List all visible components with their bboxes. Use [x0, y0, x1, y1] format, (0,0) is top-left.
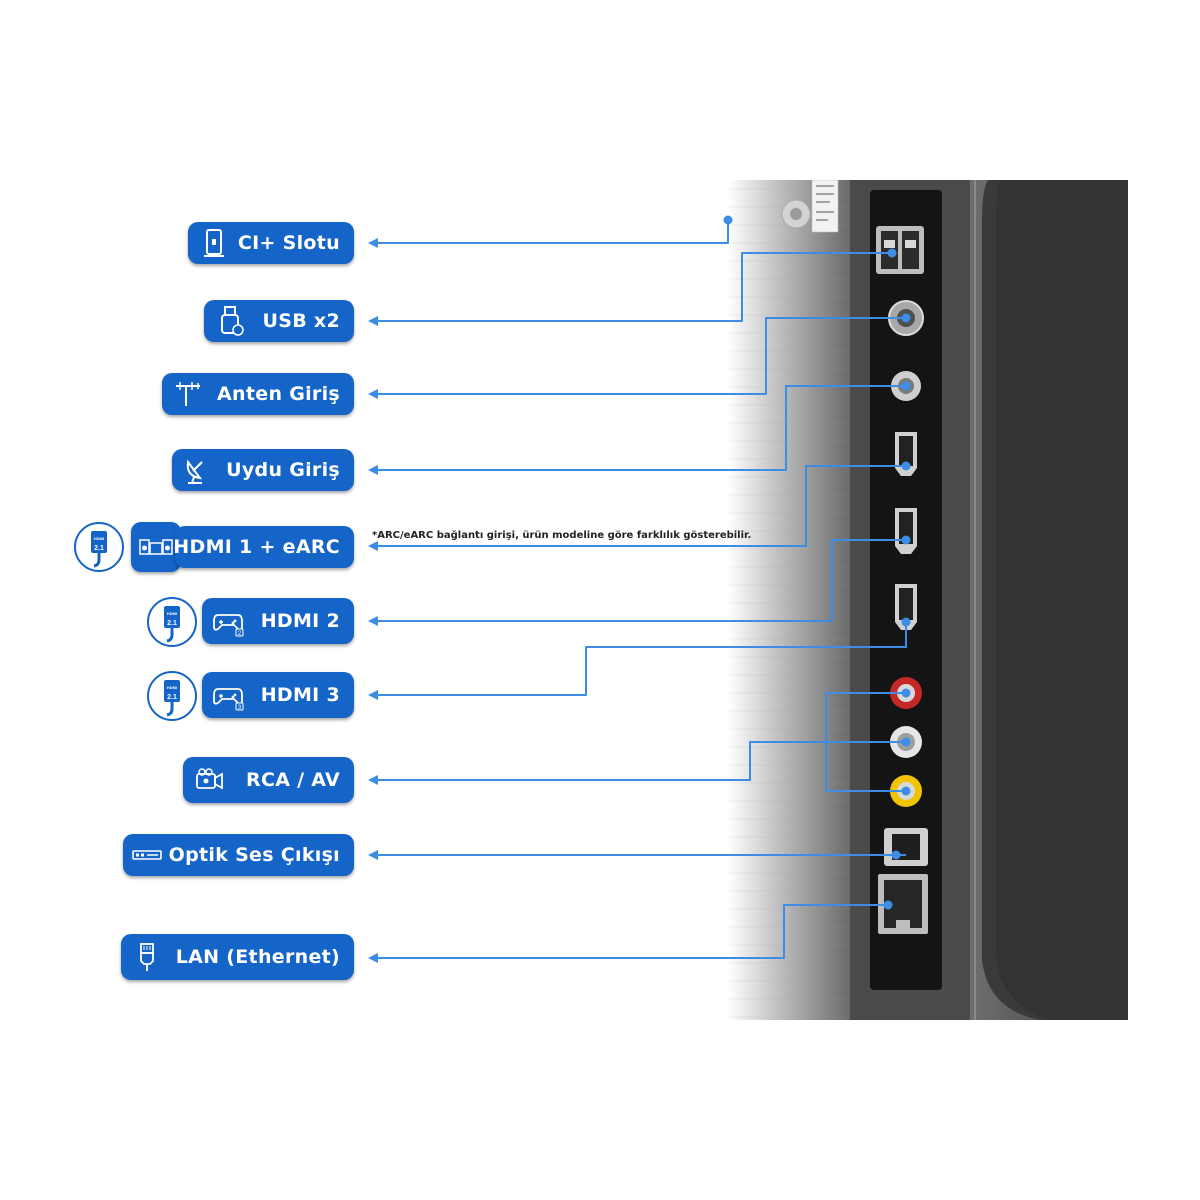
camcorder-icon: [196, 768, 223, 790]
badge-text: 2.1: [167, 620, 177, 627]
gamepad-icon: 2: [213, 614, 244, 637]
hdmi-2-1-badge: HDMI 2.1: [74, 522, 124, 572]
soundbar-icon: [139, 539, 173, 555]
label-usb: USB x2: [204, 300, 354, 342]
usb-stick-icon: [221, 306, 244, 336]
label-text: HDMI 1 + eARC: [173, 536, 340, 558]
badge-top-text: HDMI: [167, 611, 177, 616]
gamepad-number: 3: [238, 705, 242, 711]
label-optical-out: Optik Ses Çıkışı: [123, 834, 354, 876]
badge-top-text: HDMI: [94, 536, 104, 541]
label-lan: LAN (Ethernet): [121, 934, 354, 980]
label-rca-av: RCA / AV: [183, 757, 354, 803]
optical-receiver-icon: [132, 850, 162, 860]
badge-text: 2.1: [167, 694, 177, 701]
label-hdmi-2: 2 HDMI 2: [202, 598, 354, 644]
label-text: RCA / AV: [246, 769, 340, 791]
label-text: HDMI 2: [260, 610, 340, 632]
tv-back-panel: [728, 180, 1128, 1020]
hdmi-2-1-badge: HDMI 2.1: [147, 671, 197, 721]
gamepad-icon: 3: [213, 688, 244, 711]
ethernet-plug-icon: [140, 943, 154, 971]
label-text: CI+ Slotu: [237, 232, 340, 254]
badge-top-text: HDMI: [167, 685, 177, 690]
label-text: LAN (Ethernet): [175, 946, 340, 968]
label-hdmi-3: 3 HDMI 3: [202, 672, 354, 718]
antenna-icon: [176, 382, 200, 406]
soundbar-tag: [131, 522, 181, 572]
gamepad-number: 2: [238, 631, 242, 637]
label-ci-slot: CI+ Slotu: [188, 222, 354, 264]
label-satellite: Uydu Giriş: [172, 449, 354, 491]
satellite-dish-icon: [186, 459, 203, 484]
hdmi-2-1-badge: HDMI 2.1: [147, 597, 197, 647]
ci-card-icon: [204, 229, 224, 257]
label-antenna: Anten Giriş: [162, 373, 354, 415]
label-text: HDMI 3: [260, 684, 340, 706]
label-text: Uydu Giriş: [226, 459, 340, 481]
earc-footnote: *ARC/eARC bağlantı girişi, ürün modeline…: [372, 530, 752, 541]
label-hdmi-1-earc: HDMI 1 + eARC: [173, 526, 354, 568]
label-text: Anten Giriş: [217, 383, 340, 405]
label-text: Optik Ses Çıkışı: [168, 844, 340, 866]
badge-text: 2.1: [94, 545, 104, 552]
label-text: USB x2: [262, 310, 340, 332]
